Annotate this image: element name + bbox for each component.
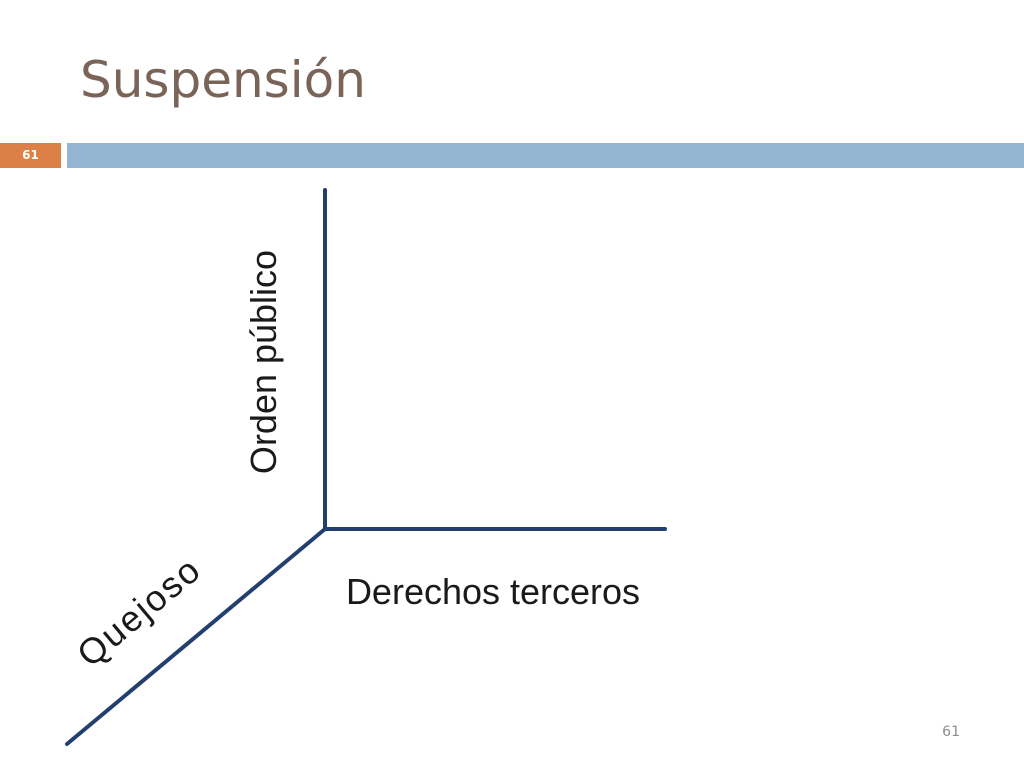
slide-title: Suspensión xyxy=(80,51,366,109)
vertical-axis-label: Orden público xyxy=(243,250,284,474)
diagonal-axis-line xyxy=(65,527,327,746)
section-number-badge: 61 xyxy=(0,143,61,168)
horizontal-axis-label: Derechos terceros xyxy=(346,571,640,612)
diagonal-axis-label: Quejoso xyxy=(69,548,209,675)
title-rule-bar xyxy=(67,143,1024,168)
page-number: 61 xyxy=(942,724,960,740)
